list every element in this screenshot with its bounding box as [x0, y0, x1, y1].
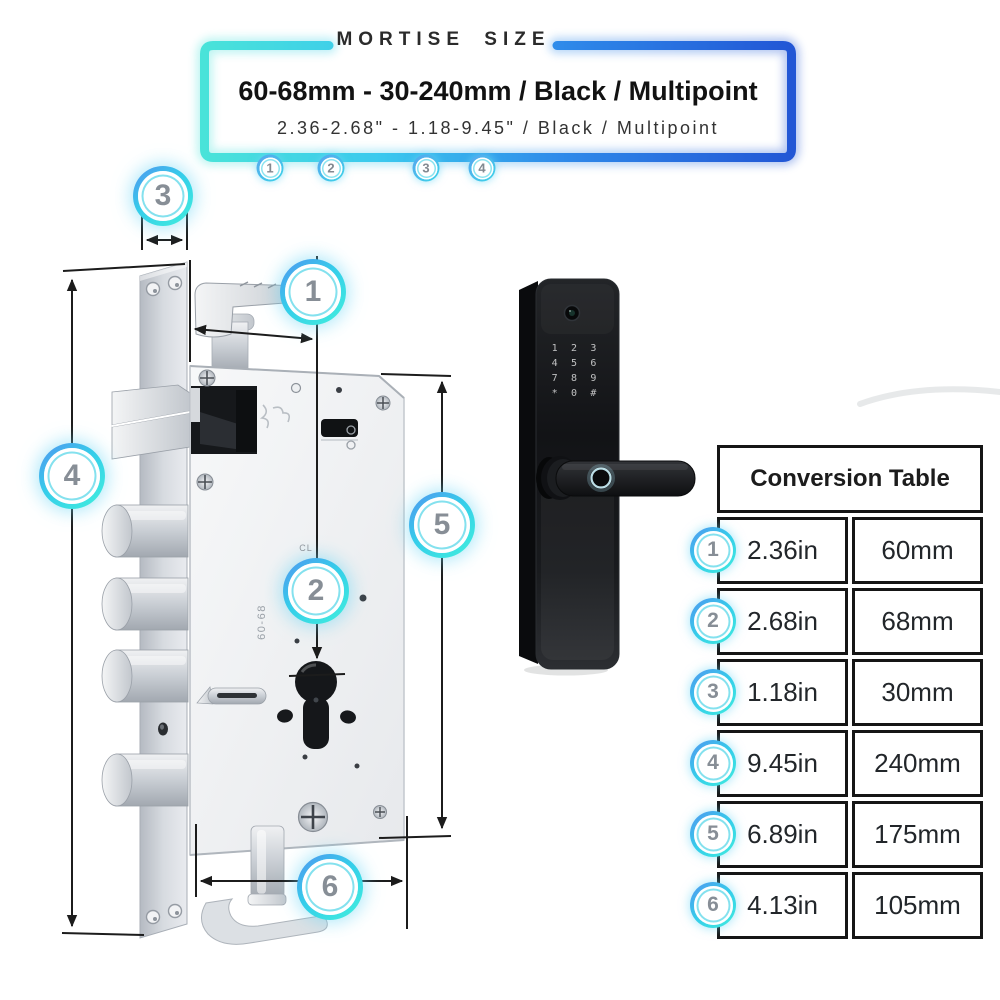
table-row-badge-4: 4: [690, 740, 736, 786]
latch-tabs: [111, 384, 191, 460]
keypad-key: 1: [551, 343, 558, 354]
banner-marker-1: 1: [256, 154, 284, 182]
table-row-badge-3: 3: [690, 669, 736, 715]
table-row: 4.13in 105mm: [717, 872, 983, 939]
deadbolt-pins: [101, 504, 189, 807]
watermark-swoosh: [857, 386, 1000, 407]
callout-2: 2: [283, 558, 349, 624]
banner-size-imperial: 2.36-2.68" - 1.18-9.45" / Black / Multip…: [277, 118, 719, 138]
table-row-badge-1: 1: [690, 527, 736, 573]
cell-inches: 1.18in: [717, 659, 848, 726]
banner-title: MORTISE SIZE: [336, 29, 551, 50]
banner-marker-4: 4: [468, 154, 496, 182]
conversion-table-title: Conversion Table: [717, 445, 983, 513]
smart-lock-handle: [519, 278, 696, 676]
cell-mm: 30mm: [852, 659, 983, 726]
lock-body-center-mark: CL: [299, 543, 313, 553]
cell-mm: 240mm: [852, 730, 983, 797]
keypad-key: 9: [590, 373, 597, 384]
keypad-key: 5: [570, 358, 577, 369]
banner-border: [196, 37, 800, 166]
callout-4: 4: [39, 443, 105, 509]
camera-icon: [563, 304, 581, 322]
table-row: 6.89in 175mm: [717, 801, 983, 868]
table-row-badge-6: 6: [690, 882, 736, 928]
cell-mm: 175mm: [852, 801, 983, 868]
banner-size-metric: 60-68mm - 30-240mm / Black / Multipoint: [238, 76, 758, 106]
door-handle-lever: [536, 456, 696, 500]
smart-lock-keypad: 1 2 3 4 5 6 7 8 9 * 0 #: [546, 344, 602, 399]
cell-inches: 9.45in: [717, 730, 848, 797]
cell-inches: 2.68in: [717, 588, 848, 655]
banner-marker-2: 2: [317, 154, 345, 182]
cell-inches: 2.36in: [717, 517, 848, 584]
keyhole: [277, 661, 356, 749]
table-row-badge-2: 2: [690, 598, 736, 644]
lock-body-engraving: 60-68: [256, 604, 268, 640]
screws: [196, 369, 391, 833]
keypad-key: 3: [590, 343, 597, 354]
keypad-key: *: [551, 388, 558, 399]
table-row-badge-5: 5: [690, 811, 736, 857]
cell-inches: 4.13in: [717, 872, 848, 939]
fingerprint-sensor-icon: [587, 464, 615, 492]
keypad-key: 4: [551, 358, 558, 369]
keypad-key: 6: [590, 358, 597, 369]
keypad-key: 0: [570, 388, 577, 399]
conversion-table: Conversion Table 2.36in 60mm 2.68in 68mm…: [717, 445, 983, 939]
keypad-key: #: [590, 388, 597, 399]
callout-1: 1: [280, 259, 346, 325]
keypad-key: 8: [570, 373, 577, 384]
banner-marker-3: 3: [412, 154, 440, 182]
keypad-key: 2: [570, 343, 577, 354]
cell-mm: 68mm: [852, 588, 983, 655]
cell-inches: 6.89in: [717, 801, 848, 868]
table-row: 2.68in 68mm: [717, 588, 983, 655]
slider-lever: [196, 686, 267, 705]
table-row: 1.18in 30mm: [717, 659, 983, 726]
callout-6: 6: [297, 854, 363, 920]
table-row: 9.45in 240mm: [717, 730, 983, 797]
callout-5: 5: [409, 492, 475, 558]
cell-mm: 105mm: [852, 872, 983, 939]
keypad-key: 7: [551, 373, 558, 384]
cell-mm: 60mm: [852, 517, 983, 584]
table-row: 2.36in 60mm: [717, 517, 983, 584]
callout-3: 3: [133, 166, 193, 226]
mortise-lock-drawing: [61, 206, 452, 945]
